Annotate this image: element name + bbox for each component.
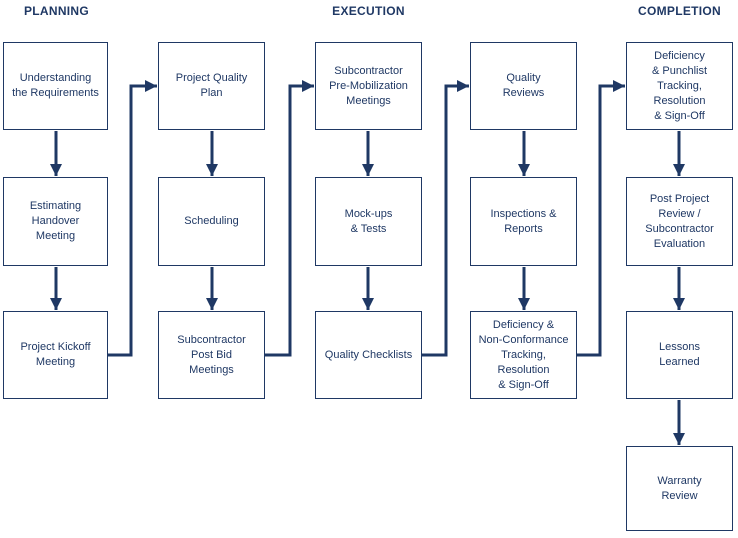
box-label: Warranty Review <box>657 474 702 502</box>
flow-box-deficiency-punchlist-tracking: Deficiency & Punchlist Tracking, Resolut… <box>626 42 733 130</box>
flow-box-subcontractor-pre-mobilization-meetings: Subcontractor Pre-Mobilization Meetings <box>315 42 422 130</box>
box-label: Project Quality Plan <box>175 72 248 99</box>
box-label: Quality Reviews <box>502 72 545 99</box>
flow-box-deficiency-non-conformance-tracking: Deficiency & Non-Conformance Tracking, R… <box>470 311 577 399</box>
box-label: Deficiency & Non-Conformance Tracking, R… <box>478 318 569 391</box>
box-label: Deficiency & Punchlist Tracking, Resolut… <box>651 49 708 122</box>
phase-header-planning: PLANNING <box>23 4 90 18</box>
flow-box-estimating-handover-meeting: Estimating Handover Meeting <box>3 177 108 266</box>
box-label: Inspections & Reports <box>490 207 557 235</box>
connector-nonconformance-to-punchlist <box>577 80 625 357</box>
box-label: Lessons Learned <box>659 341 700 368</box>
flow-box-quality-reviews: Quality Reviews <box>470 42 577 130</box>
flow-box-project-quality-plan: Project Quality Plan <box>158 42 265 130</box>
box-label: Quality Checklists <box>324 348 413 361</box>
flow-box-warranty-review: Warranty Review <box>626 446 733 531</box>
box-label: Subcontractor Post Bid Meetings <box>177 333 246 376</box>
flow-box-lessons-learned: Lessons Learned <box>626 311 733 399</box>
box-label: Post Project Review / Subcontractor Eval… <box>645 192 714 250</box>
phase-header-execution: EXECUTION <box>332 4 405 18</box>
flow-box-scheduling: Scheduling <box>158 177 265 266</box>
box-label: Mock-ups & Tests <box>344 207 393 235</box>
flow-box-understanding-the-requirements: Understanding the Requirements <box>3 42 108 130</box>
flow-box-quality-checklists: Quality Checklists <box>315 311 422 399</box>
box-label: Subcontractor Pre-Mobilization Meetings <box>329 64 408 107</box>
flow-box-post-project-review-subcontractor-evaluation: Post Project Review / Subcontractor Eval… <box>626 177 733 266</box>
connector-checklists-to-reviews <box>422 80 469 357</box>
box-label: Scheduling <box>184 215 239 227</box>
flow-box-project-kickoff-meeting: Project Kickoff Meeting <box>3 311 108 399</box>
phase-header-completion: COMPLETION <box>638 4 721 18</box>
flow-box-mock-ups-and-tests: Mock-ups & Tests <box>315 177 422 266</box>
box-label: Estimating Handover Meeting <box>29 200 82 242</box>
box-label: Project Kickoff Meeting <box>20 341 91 368</box>
connector-postbid-to-premob <box>265 80 314 357</box>
connector-kickoff-to-qualityplan <box>108 80 157 357</box>
flow-box-inspections-and-reports: Inspections & Reports <box>470 177 577 266</box>
flow-box-subcontractor-post-bid-meetings: Subcontractor Post Bid Meetings <box>158 311 265 399</box>
box-label: Understanding the Requirements <box>12 72 99 99</box>
